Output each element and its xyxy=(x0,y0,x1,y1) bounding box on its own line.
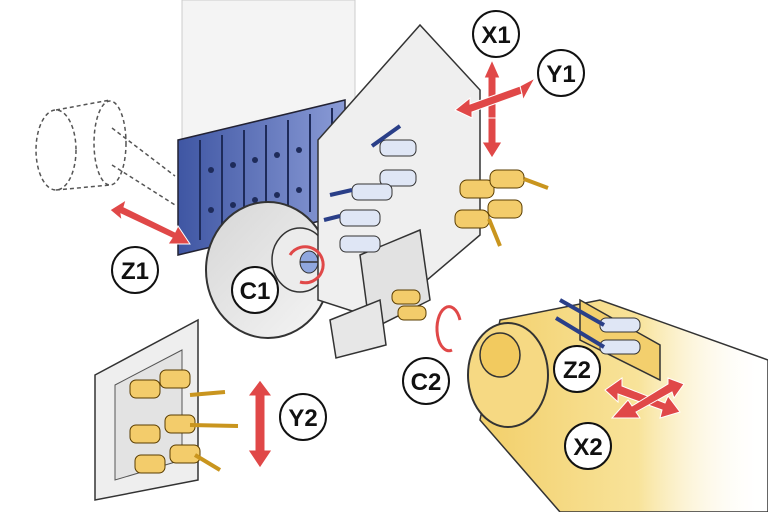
bar-feeder-outline xyxy=(35,99,176,206)
z1-arrow xyxy=(109,198,191,245)
sub-tool-holders xyxy=(554,298,641,355)
label-c2-text: C2 xyxy=(411,369,442,396)
label-z1: Z1 xyxy=(111,246,159,294)
small-tools-gold xyxy=(391,289,427,321)
label-x1-text: X1 xyxy=(481,22,510,49)
label-c1-text: C1 xyxy=(240,278,271,305)
label-y1-text: Y1 xyxy=(546,61,575,88)
label-x1: X1 xyxy=(472,10,520,58)
x2-z2-arrow xyxy=(604,377,685,419)
label-y1: Y1 xyxy=(537,49,585,97)
back-tool-unit xyxy=(94,318,239,501)
label-y2: Y2 xyxy=(279,393,327,441)
label-z2: Z2 xyxy=(553,345,601,393)
label-x2: X2 xyxy=(564,422,612,470)
motion-arrows xyxy=(109,58,685,469)
label-z1-text: Z1 xyxy=(121,258,149,285)
label-x2-text: X2 xyxy=(573,434,602,461)
rotary-tools-gold xyxy=(454,169,549,247)
label-c2: C2 xyxy=(402,357,450,405)
label-y2-text: Y2 xyxy=(288,405,317,432)
label-c1: C1 xyxy=(231,266,279,314)
axis-labels: X1 Y1 Z1 C1 Y2 C2 Z2 X2 xyxy=(111,10,612,470)
tool-holders-blue xyxy=(323,124,417,253)
x1-y1-arrow xyxy=(454,58,537,159)
y2-arrow xyxy=(247,379,273,469)
c1-rotation-arrow xyxy=(288,245,325,285)
c2-rotation-arrow xyxy=(435,305,462,353)
label-z2-text: Z2 xyxy=(563,357,591,384)
